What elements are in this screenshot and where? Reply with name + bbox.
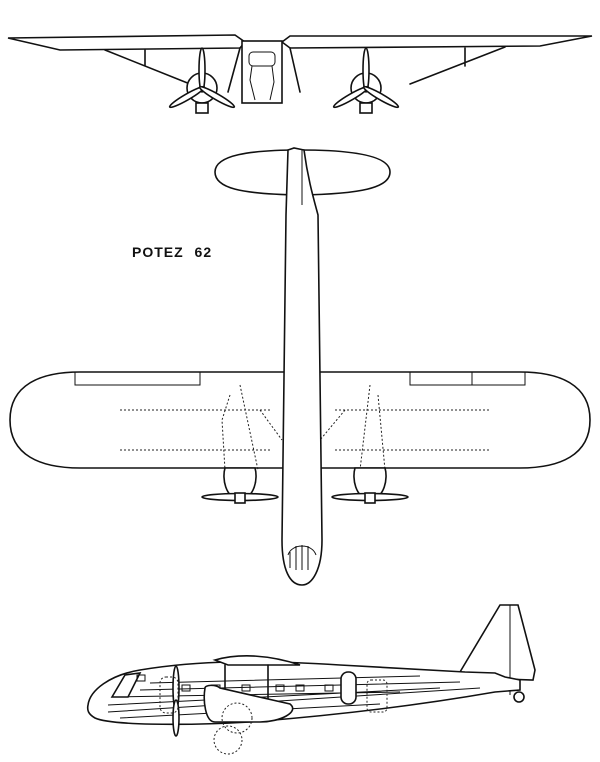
plan-view: [9, 147, 591, 586]
front-right-engine: [332, 47, 400, 114]
front-left-struts: [104, 47, 241, 93]
side-fin: [458, 604, 536, 681]
front-right-wing: [280, 35, 593, 49]
side-view: [86, 604, 536, 755]
front-left-wing: [7, 34, 247, 51]
front-view: [7, 34, 593, 114]
plan-fuselage: [281, 147, 323, 586]
side-mainwheel: [221, 702, 253, 734]
side-fuselage: [86, 660, 521, 726]
side-tailwheel: [513, 691, 525, 703]
side-wing: [212, 655, 301, 666]
side-door: [340, 671, 357, 705]
aircraft-title: POTEZ 62: [132, 244, 213, 260]
plan-left-engine: [201, 467, 279, 504]
plan-right-engine: [331, 467, 409, 504]
front-right-struts: [289, 46, 506, 93]
side-nacelle: [203, 684, 294, 723]
side-cockpit-window: [110, 672, 142, 698]
front-left-engine: [168, 47, 236, 114]
front-fuselage: [241, 40, 283, 104]
